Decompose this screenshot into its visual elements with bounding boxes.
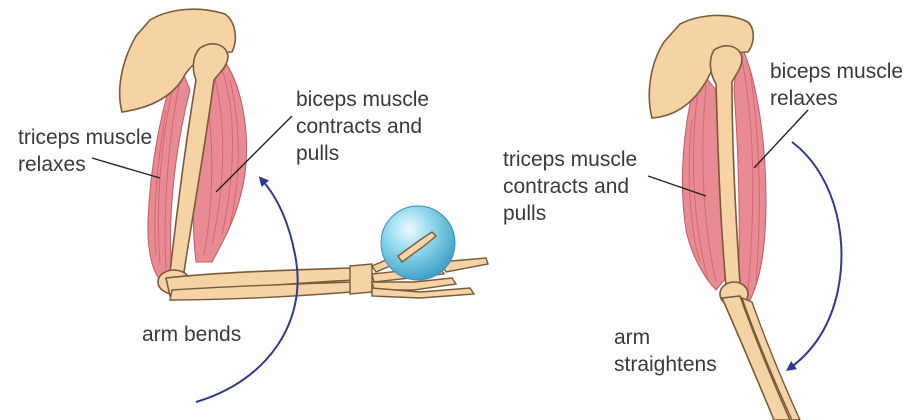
label-line: relaxes bbox=[18, 151, 152, 178]
label-line: biceps muscle bbox=[296, 86, 429, 113]
label-line: biceps muscle bbox=[770, 58, 903, 85]
right-biceps-label: biceps muscle relaxes bbox=[770, 58, 903, 112]
label-line: triceps muscle bbox=[18, 124, 152, 151]
label-line: contracts and bbox=[296, 113, 429, 140]
label-line: pulls bbox=[503, 200, 637, 227]
left-triceps-label: triceps muscle relaxes bbox=[18, 124, 152, 178]
label-line: arm bbox=[614, 324, 717, 351]
label-line: straightens bbox=[614, 351, 717, 378]
label-line: relaxes bbox=[770, 85, 903, 112]
right-motion-label: arm straightens bbox=[614, 324, 717, 378]
label-line: contracts and bbox=[503, 173, 637, 200]
left-motion-label: arm bends bbox=[142, 321, 241, 348]
right-straighten-arrow bbox=[790, 142, 841, 368]
label-line: pulls bbox=[296, 140, 429, 167]
label-line: arm bends bbox=[142, 321, 241, 348]
label-line: triceps muscle bbox=[503, 146, 637, 173]
right-triceps-label: triceps muscle contracts and pulls bbox=[503, 146, 637, 227]
left-biceps-label: biceps muscle contracts and pulls bbox=[296, 86, 429, 167]
